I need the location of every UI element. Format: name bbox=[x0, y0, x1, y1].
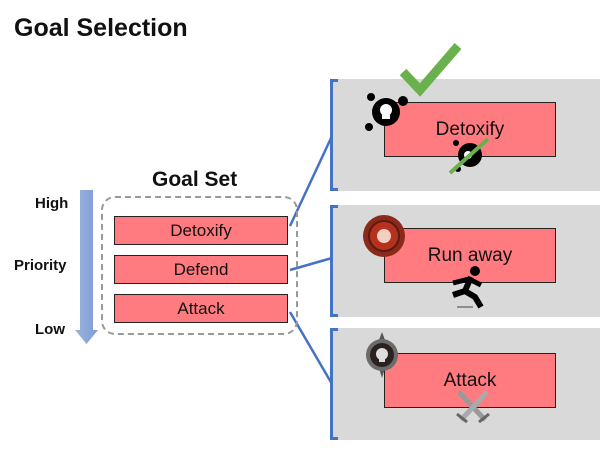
skull-badge-icon bbox=[366, 332, 398, 378]
priority-low-label: Low bbox=[35, 321, 65, 338]
goal-set-box bbox=[101, 196, 298, 335]
poison-crossed-icon bbox=[448, 137, 490, 175]
bracket-attack bbox=[330, 328, 338, 440]
goal-item-attack: Attack bbox=[114, 294, 288, 323]
priority-label: Priority bbox=[14, 257, 67, 274]
priority-arrow bbox=[75, 190, 98, 344]
goal-item-defend: Defend bbox=[114, 255, 288, 284]
priority-high-label: High bbox=[35, 195, 69, 212]
panel-attack: Attack bbox=[333, 328, 600, 440]
panel-detoxify: Detoxify bbox=[333, 79, 600, 191]
goal-item-detoxify: Detoxify bbox=[114, 216, 288, 245]
slide-title: Goal Selection bbox=[14, 14, 188, 42]
running-man-icon bbox=[452, 266, 484, 309]
poison-skull-icon bbox=[365, 93, 408, 131]
goal-box-attack: Attack bbox=[384, 353, 556, 408]
crossed-swords-icon bbox=[456, 390, 490, 424]
bracket-detoxify bbox=[330, 79, 338, 191]
check-icon bbox=[399, 43, 462, 97]
goal-set-label: Goal Set bbox=[152, 168, 238, 191]
red-emblem-icon bbox=[363, 215, 405, 257]
bracket-run-away bbox=[330, 205, 338, 317]
panel-run-away: Run away bbox=[333, 205, 600, 317]
